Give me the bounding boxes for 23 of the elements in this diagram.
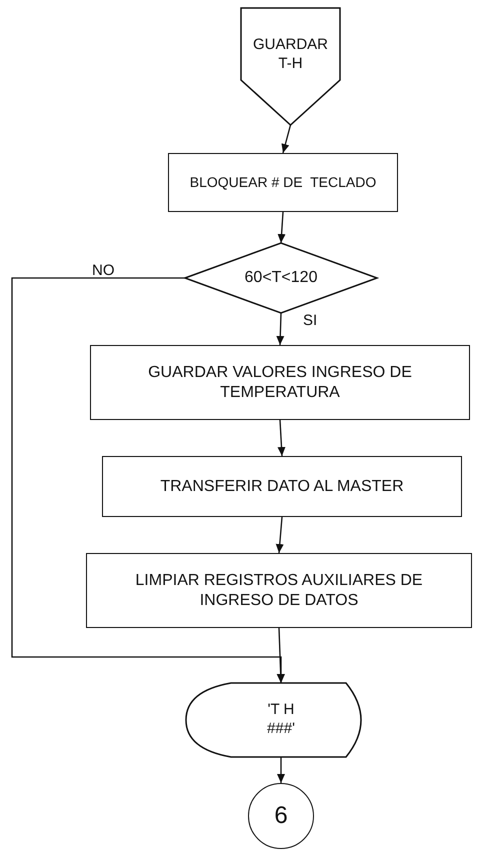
- arrow: [276, 516, 284, 554]
- process-box: [102, 456, 462, 517]
- arrow: [278, 420, 286, 456]
- arrow: [281, 124, 292, 154]
- node-text: GUARDAR T-H: [252, 36, 329, 74]
- node-text: 60<T<120: [244, 268, 318, 288]
- node-text: GUARDAR VALORES INGRESO DE TEMPERATURA: [147, 362, 413, 402]
- arrow: [277, 757, 285, 783]
- node-text: LIMPIAR REGISTROS AUXILIARES DE INGRESO DE DATOS: [134, 570, 424, 610]
- node-text: TRANSFERIR DATO AL MASTER: [159, 476, 405, 496]
- process-box: [86, 553, 472, 628]
- process-box: [90, 345, 470, 420]
- edge-label: NO: [92, 262, 114, 279]
- arrow: [11, 277, 285, 683]
- arrow: [276, 312, 284, 346]
- arrow: [278, 212, 286, 244]
- process-box: [168, 153, 398, 212]
- node-text: 6: [273, 801, 289, 831]
- node-text: 'T H ###': [266, 701, 296, 739]
- off-page-connector: [241, 8, 340, 125]
- decision-diamond: [185, 243, 377, 313]
- node-text: BLOQUEAR # DE TECLADO: [188, 174, 378, 192]
- edge-label: SI: [303, 312, 318, 329]
